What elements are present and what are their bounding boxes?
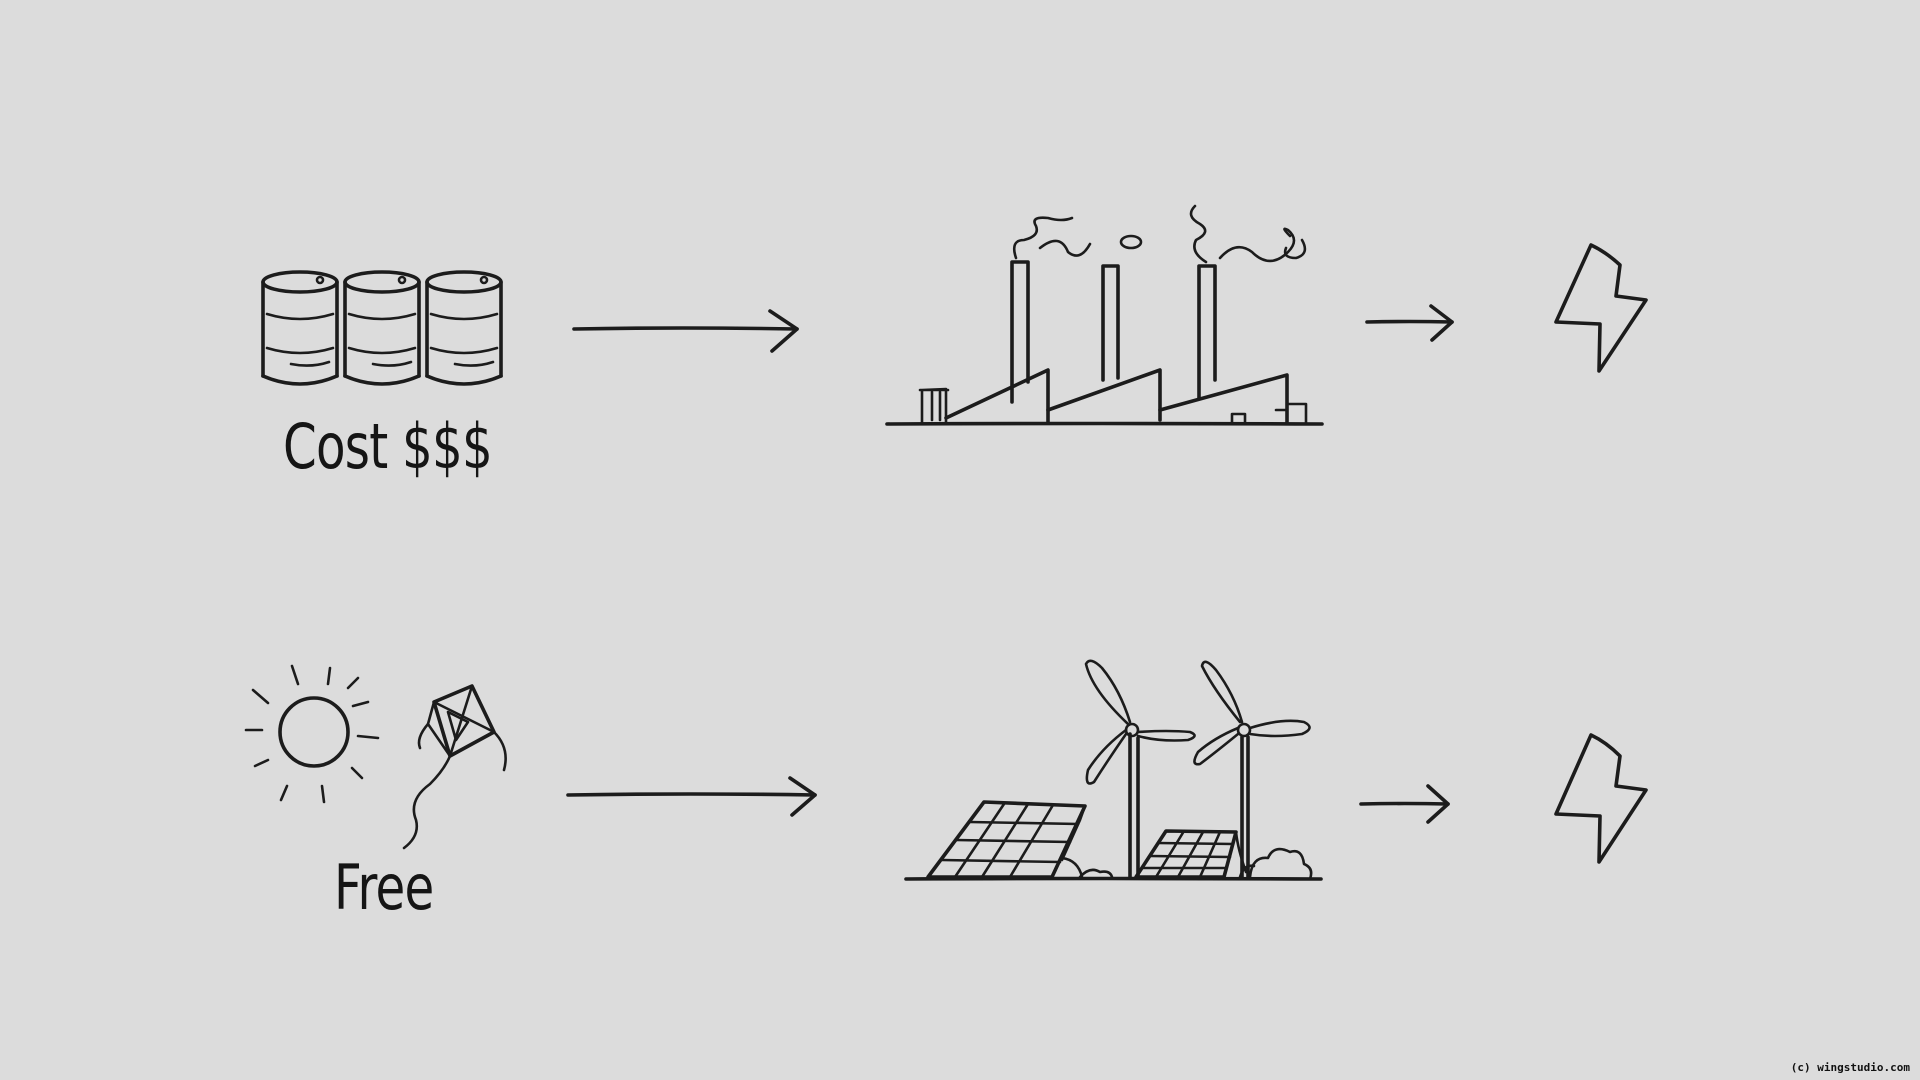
oil-barrels-icon	[261, 270, 503, 386]
arrow-right-icon	[566, 776, 817, 817]
arrow-right-icon	[1365, 304, 1454, 342]
lightning-bolt-icon	[1554, 733, 1648, 864]
free-label: Free	[334, 851, 434, 924]
sun-and-kite-icon	[244, 664, 507, 850]
arrow-right-icon	[1359, 784, 1450, 824]
arrow-right-icon	[572, 309, 799, 353]
factory-smokestacks-icon	[885, 204, 1324, 426]
copyright-credit: (c) wingstudio.com	[1790, 1061, 1910, 1074]
lightning-bolt-icon	[1554, 243, 1648, 373]
cost-label: Cost $$$	[283, 410, 493, 483]
solar-panels-wind-turbines-icon	[904, 659, 1323, 881]
